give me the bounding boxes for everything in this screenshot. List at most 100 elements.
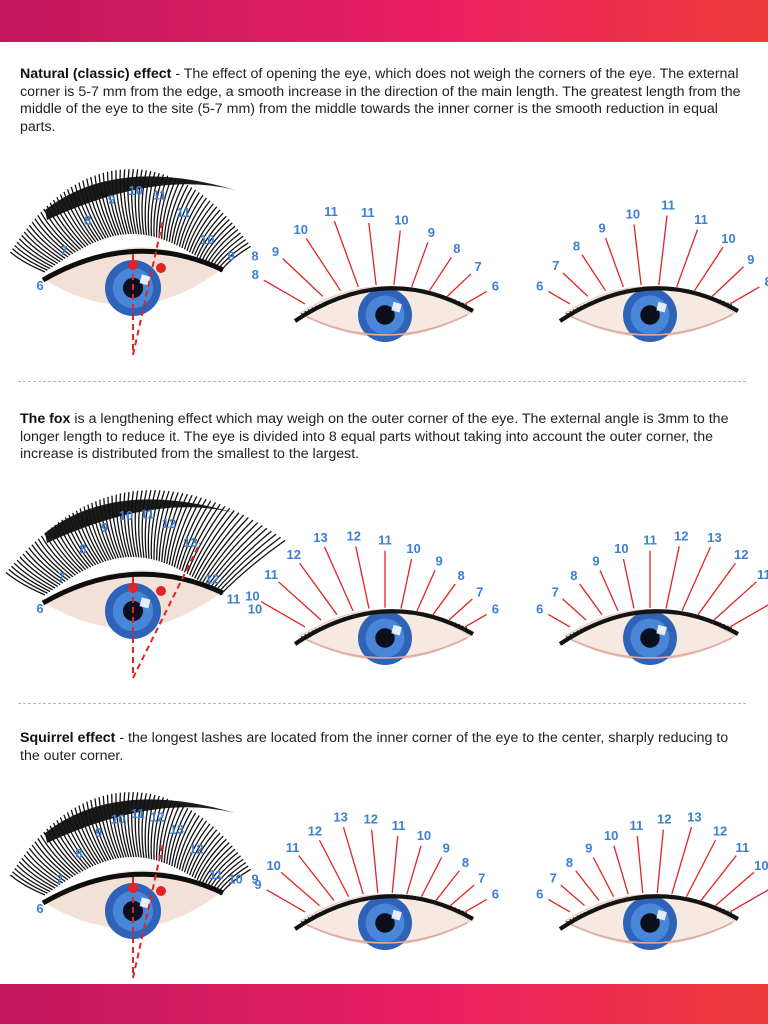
eyelash-strand <box>138 169 143 235</box>
lower-lid-line <box>567 314 733 336</box>
section-title: Squirrel effect <box>20 730 116 746</box>
eyelash-strand <box>194 212 224 256</box>
lash-guide-line <box>299 562 338 616</box>
eyelash-strand <box>123 169 132 235</box>
lash-length-label: 13 <box>313 530 327 545</box>
eye-highlight <box>391 624 402 636</box>
guide-point <box>156 886 166 896</box>
eyelash-strand <box>134 169 140 235</box>
upper-lash-line <box>41 871 225 906</box>
eyelash-strand <box>206 229 239 264</box>
eyelash-strand <box>21 234 59 264</box>
lash-guide-line <box>633 224 642 286</box>
lash-length-label: 7 <box>552 258 559 273</box>
eyelash-strand <box>173 497 203 568</box>
eyelash-strand <box>144 170 152 236</box>
eyelash-strand <box>50 527 84 572</box>
eyelash-strand <box>47 530 81 573</box>
lash-guide-line <box>729 604 768 628</box>
eyelash-strand <box>95 501 115 560</box>
lash-guide-line <box>715 871 755 907</box>
lash-guide-line <box>435 870 460 901</box>
eyelash-strand <box>46 205 81 250</box>
eyelash-strand <box>196 514 245 581</box>
eyelash-strand <box>163 803 181 864</box>
lash-length-label: 7 <box>56 872 63 887</box>
lash-length-label: 8 <box>570 568 577 583</box>
eyelash-strand <box>40 834 76 876</box>
eyelash-strand <box>119 792 130 858</box>
eyelash-strand <box>196 215 227 258</box>
eyelash-strand <box>115 170 127 235</box>
lash-guide-line <box>323 546 354 612</box>
section-natural-text: Natural (classic) effect - The effect of… <box>20 66 750 136</box>
eyelash-strand <box>171 496 198 567</box>
eyelash-strand <box>106 794 122 859</box>
lash-guide-line <box>681 546 712 612</box>
eyelash-strand <box>178 817 204 870</box>
pupil <box>375 913 395 933</box>
lash-length-label: 9 <box>254 877 261 892</box>
lash-length-label: 12 <box>674 529 688 544</box>
lash-guide-line <box>391 836 399 894</box>
eyelash-strand <box>119 169 130 235</box>
eyelash-strand <box>144 489 152 559</box>
eyelash-strand <box>191 510 235 578</box>
eyelash-strand <box>16 241 53 268</box>
eyelash-strand <box>127 792 135 858</box>
lash-guide-line <box>599 570 619 612</box>
lash-length-label: 8 <box>462 855 469 870</box>
eyelash-strand <box>82 180 107 239</box>
lash-length-label: 6 <box>492 278 499 293</box>
eyelash-strand <box>153 797 165 860</box>
lash-length-label: 8 <box>75 846 82 861</box>
eyelash-strand <box>14 244 51 270</box>
eye-highlight <box>391 909 402 921</box>
eyelash-strand <box>102 172 120 236</box>
eyelash-strand <box>59 194 92 245</box>
lash-guide-line <box>305 238 342 292</box>
lash-guide-line <box>298 855 335 901</box>
eyelash-strand <box>206 852 239 887</box>
lash-guide-line <box>400 558 413 609</box>
eyelash-strand <box>155 490 170 561</box>
lash-guide-line <box>333 220 359 288</box>
eyelash-strand <box>63 191 94 244</box>
lash-length-label: 10 <box>200 232 214 247</box>
eyelash-strand <box>56 196 89 246</box>
eyelash-strand <box>209 527 268 589</box>
lash-guide-line <box>548 290 571 305</box>
lash-length-label: 6 <box>492 601 499 616</box>
eyelash-strand <box>131 169 137 235</box>
lash-length-label: 7 <box>58 569 65 584</box>
lash-length-label: 11 <box>757 567 768 582</box>
eyelash-strand <box>26 851 64 884</box>
eyelash-strand <box>188 829 218 876</box>
eyelash-strand <box>99 499 117 559</box>
lash-guide-line <box>368 222 377 286</box>
lash-guide-line <box>318 839 350 898</box>
lash-guide-line <box>548 898 571 913</box>
lash-length-label: 11 <box>153 188 167 203</box>
section-divider <box>18 703 746 704</box>
lash-guide-line <box>280 871 320 907</box>
eyelash-strand <box>201 519 254 584</box>
lash-guide-line <box>342 826 364 895</box>
eyelash-strand <box>147 794 156 859</box>
section-description: - The effect of opening the eye, which d… <box>20 66 741 135</box>
eyelash-strand <box>12 871 48 894</box>
eyelash-strand <box>176 192 200 246</box>
lash-length-label: 12 <box>713 823 727 838</box>
lash-guide-line <box>693 246 724 292</box>
lash-guide-line <box>411 242 429 288</box>
eyelash-strand <box>72 512 99 565</box>
eyelash-strand <box>158 491 175 562</box>
lash-guide-line <box>729 286 760 305</box>
eyelash-strand <box>61 519 92 568</box>
lash-length-label: 9 <box>108 192 115 207</box>
lash-length-label: 6 <box>36 601 43 616</box>
eyelash-strand <box>63 814 94 867</box>
eyelash-strand <box>150 172 160 237</box>
eyelash-strand <box>150 795 160 860</box>
